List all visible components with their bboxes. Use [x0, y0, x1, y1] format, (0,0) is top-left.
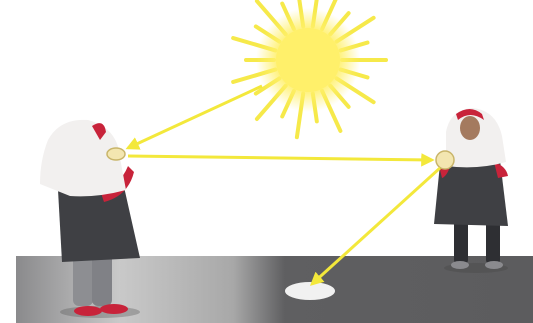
mirror-left: [107, 148, 125, 160]
ray-sun-to-left-mirror: [128, 86, 262, 148]
sun: [233, 0, 386, 137]
mirror-right: [436, 151, 454, 169]
light-spot: [285, 282, 335, 300]
girl-with-mirror-right: [434, 108, 508, 273]
ray-left-to-right-mirror: [128, 156, 432, 160]
